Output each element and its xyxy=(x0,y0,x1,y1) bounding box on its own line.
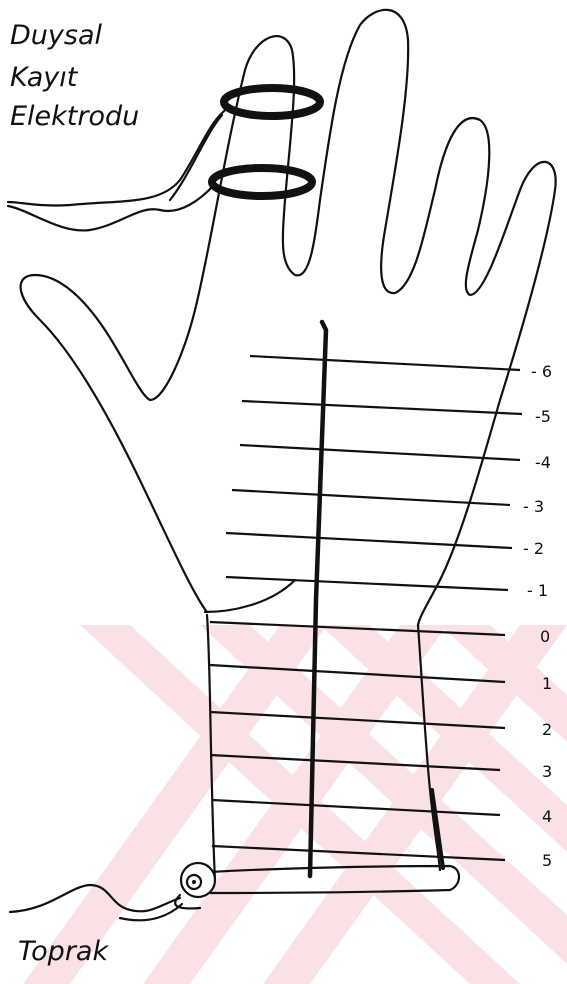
scale-line-m2 xyxy=(226,533,512,548)
thumb-crease xyxy=(205,580,295,612)
scale-label-m4: -4 xyxy=(535,453,551,472)
scale-line-m3 xyxy=(232,490,510,505)
ring-electrode-lower xyxy=(212,168,312,196)
scale-label-4: 4 xyxy=(542,807,552,826)
scale-line-4 xyxy=(212,800,500,815)
scale-label-0: 0 xyxy=(540,627,550,646)
scale-label-m5: -5 xyxy=(535,407,551,426)
scale-label-1: 1 xyxy=(542,674,552,693)
scale-label-5: 5 xyxy=(542,851,552,870)
scale-label-3: 3 xyxy=(542,762,552,781)
scale-label-m6: - 6 xyxy=(531,362,552,381)
label-ground: Toprak xyxy=(18,936,109,967)
ground-wire-2 xyxy=(120,904,182,920)
scale-line-m1 xyxy=(226,577,508,590)
scale-label-m1: - 1 xyxy=(527,581,548,600)
scale-line-m6 xyxy=(250,356,520,370)
scale-line-m4 xyxy=(240,445,520,460)
recording-wire-2 xyxy=(8,185,214,230)
scale-label-m2: - 2 xyxy=(523,539,544,558)
scale-label-m3: - 3 xyxy=(523,497,544,516)
label-recording-line1: Duysal xyxy=(10,20,102,51)
scale-label-2: 2 xyxy=(542,720,552,739)
label-recording-line2: Kayıt xyxy=(10,62,79,93)
scale-line-m5 xyxy=(242,401,522,414)
label-recording-line3: Elektrodu xyxy=(10,101,139,132)
